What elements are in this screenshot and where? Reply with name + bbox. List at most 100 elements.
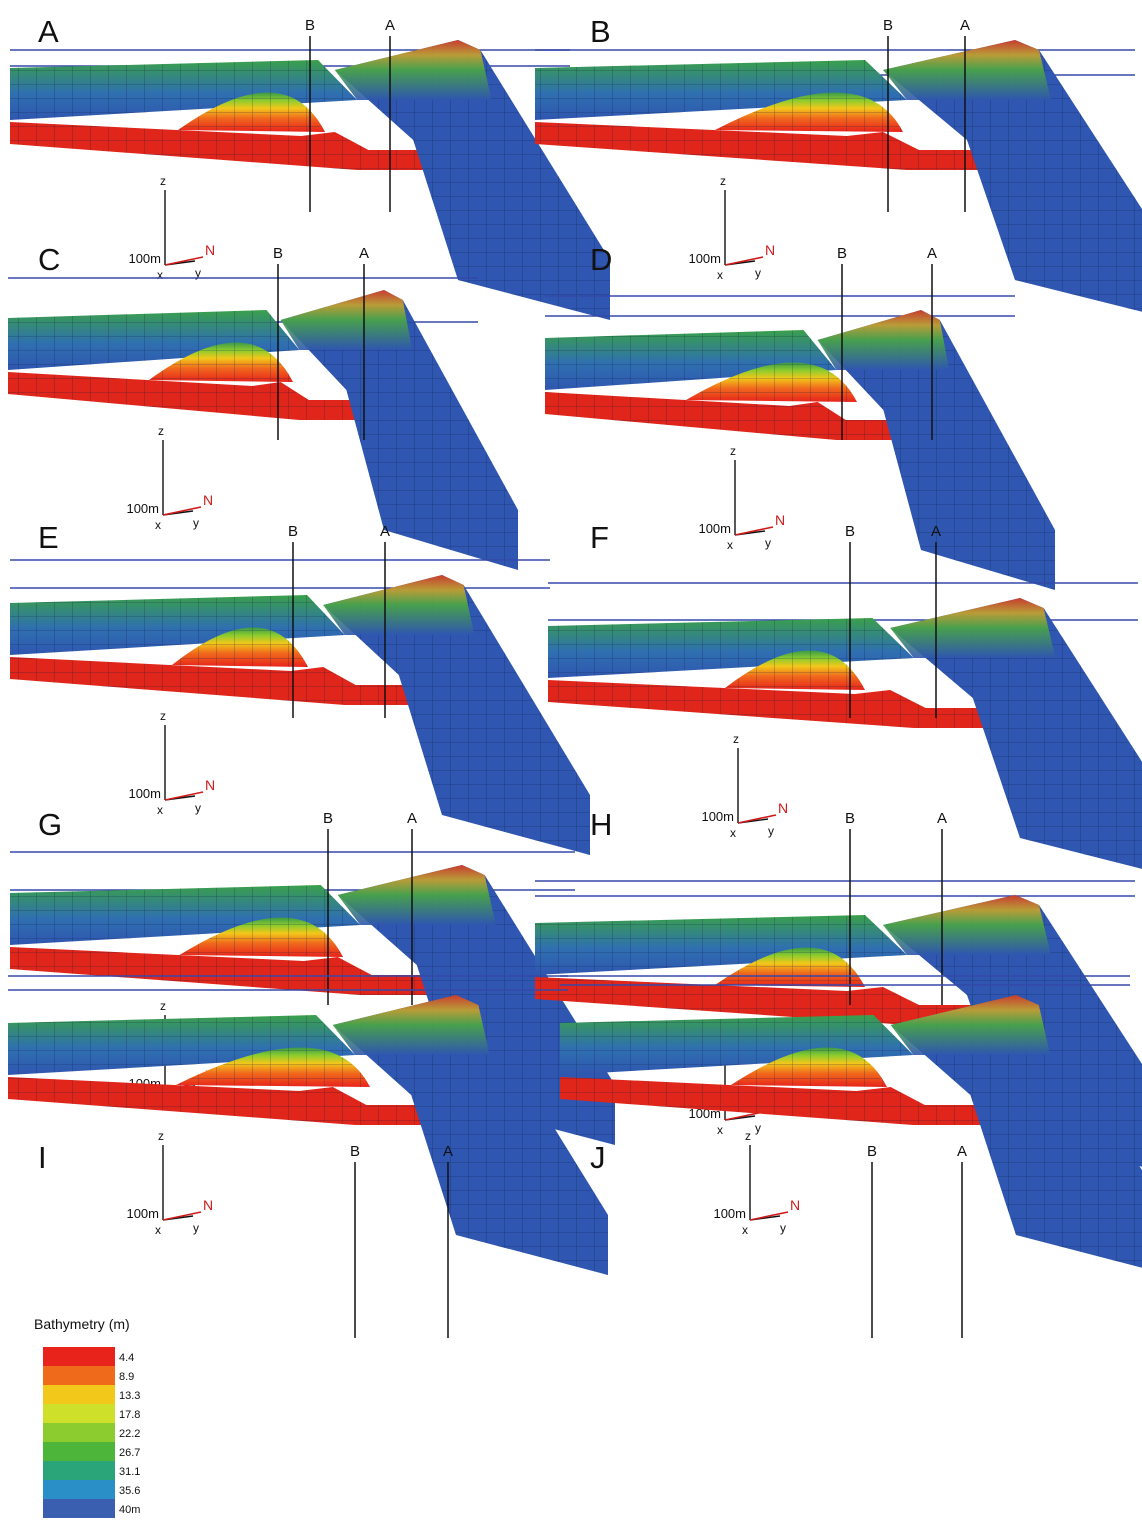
shelf-top xyxy=(817,310,950,370)
mound-grid xyxy=(149,342,293,382)
basin-grid xyxy=(560,1015,914,1075)
marker-label-b: B xyxy=(867,1143,877,1160)
legend-swatch xyxy=(43,1442,115,1461)
mound-grid xyxy=(725,650,865,690)
marker-label-a: A xyxy=(927,245,937,262)
legend-level-label: 8.9 xyxy=(119,1371,134,1383)
mound-grid xyxy=(686,362,857,402)
north-label: N xyxy=(775,512,785,528)
north-axis xyxy=(734,526,774,536)
red-base-grid xyxy=(545,392,893,440)
marker-label-a: A xyxy=(960,17,970,34)
scale-label: 100m xyxy=(701,809,734,824)
legend-level-label: 40m xyxy=(119,1504,140,1516)
north-label: N xyxy=(790,1197,800,1213)
z-label: z xyxy=(720,174,726,188)
z-label: z xyxy=(733,732,739,746)
y-label: y xyxy=(780,1221,786,1235)
slope-grid xyxy=(890,598,1142,869)
panel-letter: H xyxy=(590,807,612,842)
marker-label-b: B xyxy=(845,523,855,540)
shelf-top xyxy=(337,865,496,925)
marker-label-b: B xyxy=(845,810,855,827)
y-label: y xyxy=(195,801,201,815)
x-label: x xyxy=(155,1223,161,1237)
slope-grid xyxy=(890,995,1142,1268)
shelf-top xyxy=(334,40,492,100)
panel-letter: A xyxy=(38,14,59,49)
x-label: x xyxy=(742,1223,748,1237)
marker-label-b: B xyxy=(305,17,315,34)
north-axis xyxy=(162,506,202,516)
legend-swatch xyxy=(43,1461,115,1480)
legend-swatch xyxy=(43,1347,115,1366)
marker-label-a: A xyxy=(931,523,941,540)
north-axis xyxy=(164,791,204,801)
mound-grid xyxy=(179,917,343,957)
mound-grid xyxy=(715,92,903,132)
panel-letter: J xyxy=(590,1140,606,1175)
scale-label: 100m xyxy=(128,251,161,266)
scale-label: 100m xyxy=(128,786,161,801)
marker-label-a: A xyxy=(359,245,369,262)
marker-label-a: A xyxy=(385,17,395,34)
basin-grid xyxy=(8,1015,356,1075)
north-axis xyxy=(162,1211,202,1221)
basin-grid xyxy=(545,330,837,390)
legend-level-label: 13.3 xyxy=(119,1390,140,1402)
x-label: x xyxy=(155,518,161,532)
legend-level-label: 17.8 xyxy=(119,1409,140,1421)
legend-title: Bathymetry (m) xyxy=(34,1316,130,1332)
panel-letter: I xyxy=(38,1140,47,1175)
marker-label-a: A xyxy=(380,523,390,540)
legend-level-label: 22.2 xyxy=(119,1428,140,1440)
marker-label-b: B xyxy=(837,245,847,262)
slope-grid xyxy=(323,575,590,855)
shelf-top xyxy=(280,290,413,350)
scale-label: 100m xyxy=(126,1206,159,1221)
red-base-grid xyxy=(10,122,425,170)
north-axis xyxy=(749,1211,789,1221)
mound-grid xyxy=(731,1047,887,1087)
scale-label: 100m xyxy=(713,1206,746,1221)
slope-grid xyxy=(883,40,1142,312)
x-label: x xyxy=(717,1123,723,1137)
x-label: x xyxy=(727,538,733,552)
red-base-grid xyxy=(535,122,979,170)
north-label: N xyxy=(205,242,215,258)
north-label: N xyxy=(205,777,215,793)
legend-level-label: 4.4 xyxy=(119,1352,134,1364)
red-base-grid xyxy=(8,1077,423,1125)
scale-label: 100m xyxy=(698,521,731,536)
y-label: y xyxy=(195,266,201,280)
legend-swatch xyxy=(43,1366,115,1385)
north-label: N xyxy=(778,800,788,816)
basin-grid xyxy=(535,915,907,975)
legend-level-label: 35.6 xyxy=(119,1485,140,1497)
mound-grid xyxy=(176,1047,370,1087)
shelf-top xyxy=(890,598,1056,658)
marker-label-a: A xyxy=(937,810,947,827)
basin-grid xyxy=(10,595,345,655)
y-label: y xyxy=(765,536,771,550)
north-label: N xyxy=(203,1197,213,1213)
marker-label-b: B xyxy=(350,1143,360,1160)
x-label: x xyxy=(730,826,736,840)
shelf-top xyxy=(883,40,1051,100)
shelf-top xyxy=(883,895,1051,955)
red-base-grid xyxy=(560,1077,982,1125)
north-label: N xyxy=(203,492,213,508)
panel-letter: E xyxy=(38,520,59,555)
y-label: y xyxy=(755,1121,761,1135)
marker-label-b: B xyxy=(288,523,298,540)
slope-grid xyxy=(817,310,1055,590)
marker-label-b: B xyxy=(883,17,893,34)
red-base-grid xyxy=(8,372,356,420)
y-label: y xyxy=(193,1221,199,1235)
